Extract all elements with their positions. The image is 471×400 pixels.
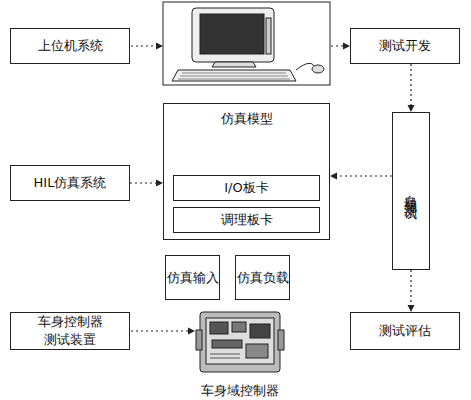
process-box: 仿真输入: [165, 255, 220, 300]
process-box: 测试评估: [350, 312, 460, 350]
node-text: 上位机系统: [38, 37, 103, 55]
arrow-head: [330, 173, 337, 180]
group-box: 仿真模型 I/O板卡调理板卡: [163, 103, 330, 240]
node-text: 车身控制器测试装置: [33, 313, 107, 348]
connector-line: [130, 182, 156, 183]
node-text: 调理板卡: [221, 211, 273, 229]
process-box: 仿真负载: [235, 255, 290, 300]
arrow-head: [156, 180, 163, 187]
node-text: 自动化测试: [402, 184, 420, 199]
controller-illustration: [196, 312, 284, 372]
node-text: 测试开发: [379, 37, 431, 55]
process-box: 车身控制器测试装置: [10, 312, 130, 350]
process-box: 调理板卡: [173, 207, 320, 233]
connector-line: [410, 270, 411, 305]
node-text: I/O板卡: [224, 179, 268, 197]
dotted-arrow: [330, 173, 392, 180]
connector-line: [337, 175, 392, 176]
node-text: 仿真模型: [164, 110, 329, 128]
dotted-arrow: [408, 270, 415, 312]
connector-line: [410, 64, 411, 105]
process-box: 自动化测试: [392, 112, 430, 270]
arrow-head: [408, 305, 415, 312]
layout-arrow-heads: [156, 43, 350, 335]
arrow-head: [408, 105, 415, 112]
node-text: 仿真负载: [237, 269, 289, 287]
process-box: 测试开发: [350, 28, 460, 64]
process-box: I/O板卡: [173, 175, 320, 201]
dotted-arrow: [130, 180, 163, 187]
node-text: HIL仿真系统: [34, 174, 107, 192]
node-text: 仿真输入: [167, 269, 219, 287]
process-box: HIL仿真系统: [10, 165, 130, 201]
layout-connectors: [131, 46, 343, 331]
dotted-arrow: [408, 64, 415, 112]
computer-illustration: [163, 2, 330, 85]
process-box: 上位机系统: [10, 28, 130, 64]
node-text: 测试评估: [379, 322, 431, 340]
caption-label: 车身域控制器: [170, 382, 310, 400]
